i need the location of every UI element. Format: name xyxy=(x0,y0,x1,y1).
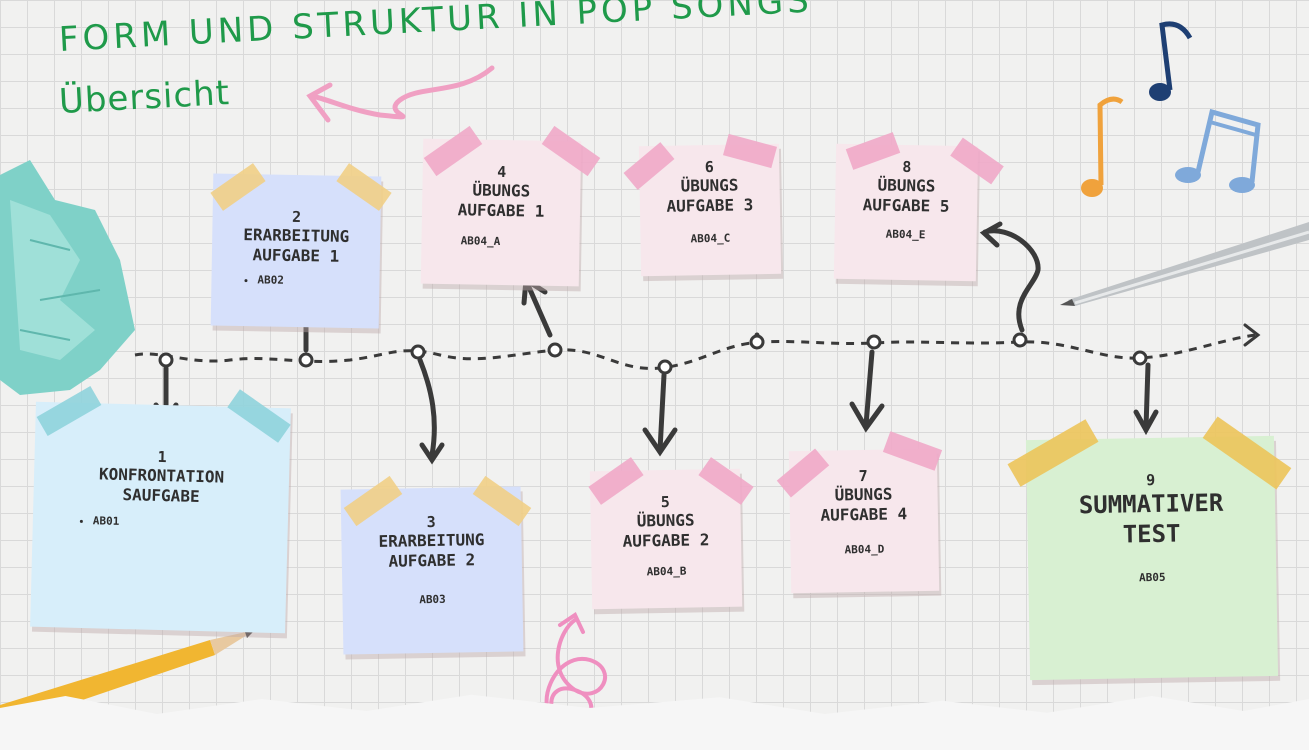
note-code: AB01 xyxy=(93,514,288,532)
note-title: ÜBUNGS AUFGABE 1 xyxy=(457,180,545,221)
spiral-doodle-icon xyxy=(544,612,608,739)
arrow-to-note-3 xyxy=(417,357,437,458)
note-title: ÜBUNGS AUFGABE 5 xyxy=(862,175,950,216)
note-title: ERARBEITUNG AUFGABE 1 xyxy=(243,225,350,266)
timeline-node-5 xyxy=(657,359,673,375)
note-title: ERARBEITUNG AUFGABE 2 xyxy=(378,530,485,571)
timeline-node-9 xyxy=(1132,350,1148,366)
timeline-node-1 xyxy=(158,352,174,368)
note-title: ÜBUNGS AUFGABE 3 xyxy=(666,175,754,216)
sticky-note-1[interactable]: 1 KONFRONTATION SAUFGABE AB01 xyxy=(30,401,291,634)
timeline-node-2 xyxy=(298,352,314,368)
crumpled-paper-icon xyxy=(0,160,135,395)
note-title: ÜBUNGS AUFGABE 4 xyxy=(820,484,908,525)
note-code: AB04_D xyxy=(844,542,885,557)
note-code: AB04_B xyxy=(646,564,687,579)
timeline-node-6 xyxy=(749,334,765,350)
note-code: AB02 xyxy=(257,273,379,288)
timeline-node-8 xyxy=(1012,332,1028,348)
music-notes-icon xyxy=(1081,21,1261,197)
timeline-node-7 xyxy=(866,334,882,350)
note-code: AB04_C xyxy=(690,231,731,246)
squiggle-arrow-icon xyxy=(306,65,495,123)
timeline-node-4 xyxy=(547,342,563,358)
note-code: AB03 xyxy=(419,592,446,607)
arrow-to-note-7 xyxy=(863,349,875,428)
note-code: AB04_A xyxy=(460,234,501,248)
pen-icon xyxy=(1060,222,1309,306)
note-code: AB04_E xyxy=(885,227,926,242)
arrow-to-note-5 xyxy=(657,372,667,453)
arrow-to-note-8 xyxy=(982,228,1041,333)
arrow-to-note-9 xyxy=(1143,362,1151,431)
timeline-path xyxy=(134,333,1256,370)
sticky-note-9[interactable]: 9 SUMMATIVER TEST AB05 xyxy=(1025,435,1279,681)
arrow-to-note-4 xyxy=(525,282,553,338)
timeline-node-3 xyxy=(410,344,426,360)
note-title: KONFRONTATION SAUFGABE xyxy=(98,464,225,507)
note-title: SUMMATIVER TEST xyxy=(1078,488,1224,549)
note-title: ÜBUNGS AUFGABE 2 xyxy=(622,510,710,551)
note-code: AB05 xyxy=(1138,570,1166,585)
